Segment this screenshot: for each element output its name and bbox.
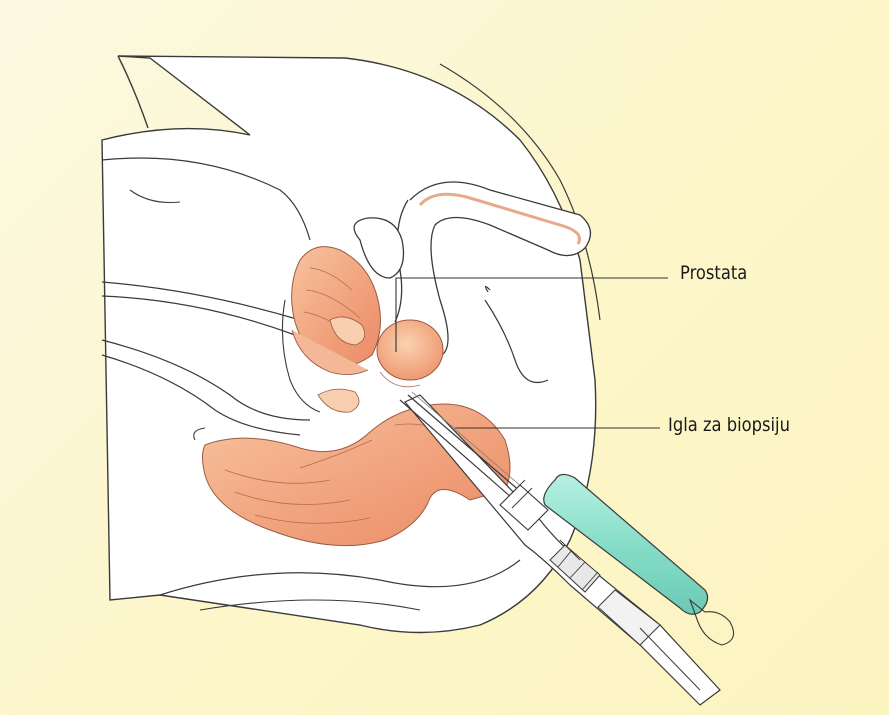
prostata-label: Prostata xyxy=(680,262,747,284)
biopsy-needle-label: Igla za biopsiju xyxy=(668,414,790,436)
